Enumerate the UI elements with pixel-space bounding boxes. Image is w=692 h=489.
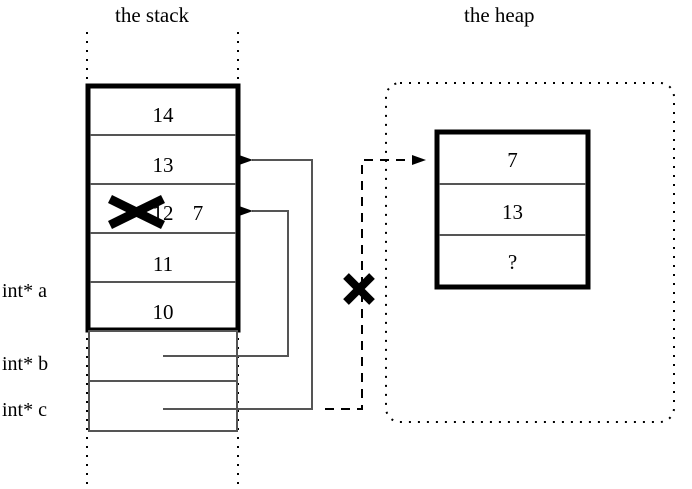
- invalidated-pointer-x-mark: [343, 273, 375, 305]
- stack-array-box: [85, 83, 241, 333]
- stack-cell-value-2-struck: 12: [152, 201, 174, 225]
- variable-label-a: int* a: [2, 280, 47, 302]
- heap-array-box: [434, 129, 591, 290]
- strikeout-x-mark: [108, 194, 165, 230]
- stack-cell-value-3: 11: [152, 252, 174, 276]
- heap-region-title: the heap: [464, 3, 535, 27]
- stack-region-title: the stack: [115, 3, 190, 27]
- pointer-b-arrow: [163, 206, 289, 357]
- stack-cell-value-2-replacement: 7: [192, 201, 204, 225]
- stack-cell-value-0: 14: [152, 103, 174, 127]
- stack-cell-value-1: 13: [152, 153, 174, 177]
- variable-label-c: int* c: [2, 399, 47, 421]
- heap-cell-value-1: 13: [502, 200, 523, 224]
- heap-cell-value-2: ?: [507, 250, 518, 274]
- stack-cell-value-4: 10: [152, 300, 174, 324]
- variable-label-b: int* b: [2, 353, 49, 375]
- heap-cell-value-0: 7: [507, 148, 518, 172]
- invalidated-heap-pointer: [325, 155, 426, 410]
- pointer-c-arrow-to-stack: [163, 155, 313, 410]
